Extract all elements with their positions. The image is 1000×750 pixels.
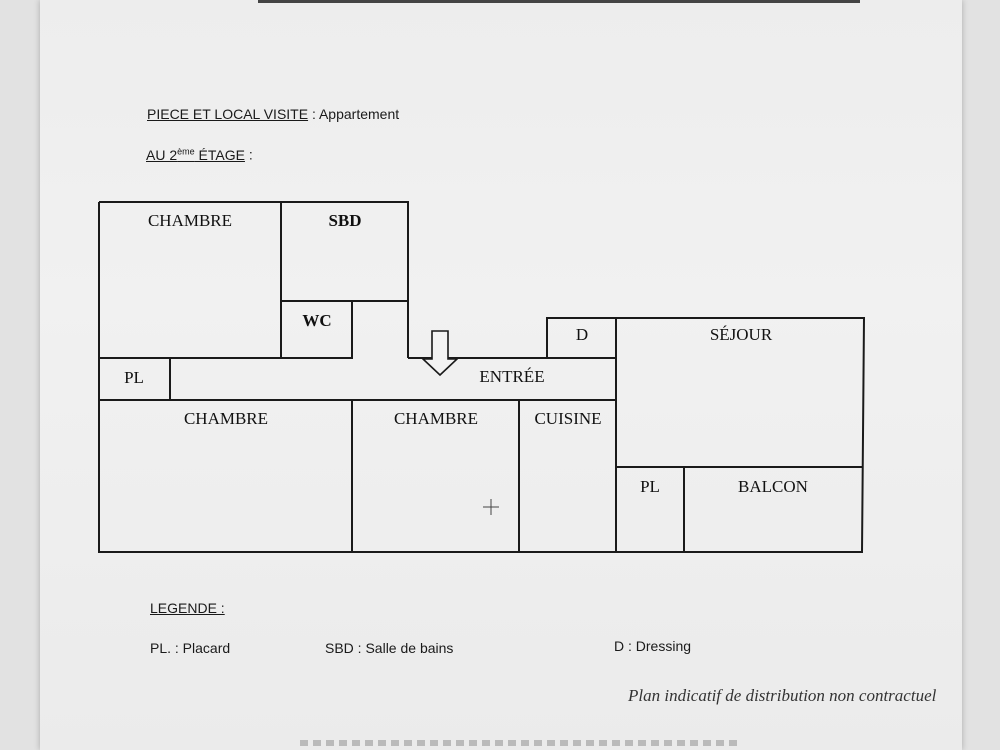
room-cuisine: CUISINE bbox=[534, 409, 601, 428]
room-chambre-1: CHAMBRE bbox=[148, 211, 232, 230]
room-sbd: SBD bbox=[328, 211, 361, 230]
room-chambre-2: CHAMBRE bbox=[184, 409, 268, 428]
piece-heading: PIECE ET LOCAL VISITE : Appartement bbox=[147, 106, 399, 122]
floor-heading: AU 2ème ÉTAGE : bbox=[146, 146, 253, 163]
floor-prefix: AU 2 bbox=[146, 146, 178, 163]
room-wc: WC bbox=[302, 311, 331, 330]
room-pl-2: PL bbox=[640, 477, 660, 496]
piece-separator: : bbox=[308, 106, 319, 122]
disclaimer-note: Plan indicatif de distribution non contr… bbox=[628, 686, 937, 705]
floor-superscript: ème bbox=[177, 146, 195, 156]
legend-title: LEGENDE : bbox=[150, 600, 225, 616]
footer-text-faded bbox=[300, 740, 740, 746]
room-sejour: SÉJOUR bbox=[710, 325, 773, 344]
top-rule bbox=[258, 0, 860, 3]
piece-value: Appartement bbox=[318, 106, 400, 122]
legend-item-salle-de-bains: SBD : Salle de bains bbox=[325, 640, 454, 656]
floor-suffix: ÉTAGE bbox=[194, 146, 245, 163]
wall-outline-left bbox=[99, 201, 409, 358]
room-dressing: D bbox=[576, 325, 588, 344]
room-chambre-3: CHAMBRE bbox=[394, 409, 478, 428]
room-balcon: BALCON bbox=[738, 477, 808, 496]
room-entree: ENTRÉE bbox=[479, 367, 544, 386]
piece-label: PIECE ET LOCAL VISITE bbox=[147, 106, 309, 122]
wall-wc bbox=[281, 301, 353, 359]
document-page bbox=[40, 0, 962, 750]
legend-item-placard: PL. : Placard bbox=[150, 640, 231, 656]
crosshair-mark-icon bbox=[483, 499, 499, 515]
legend-item-dressing: D : Dressing bbox=[614, 638, 692, 654]
floor-colon: : bbox=[244, 146, 253, 163]
entrance-arrow-icon bbox=[420, 330, 460, 377]
room-pl-1: PL bbox=[124, 368, 144, 387]
